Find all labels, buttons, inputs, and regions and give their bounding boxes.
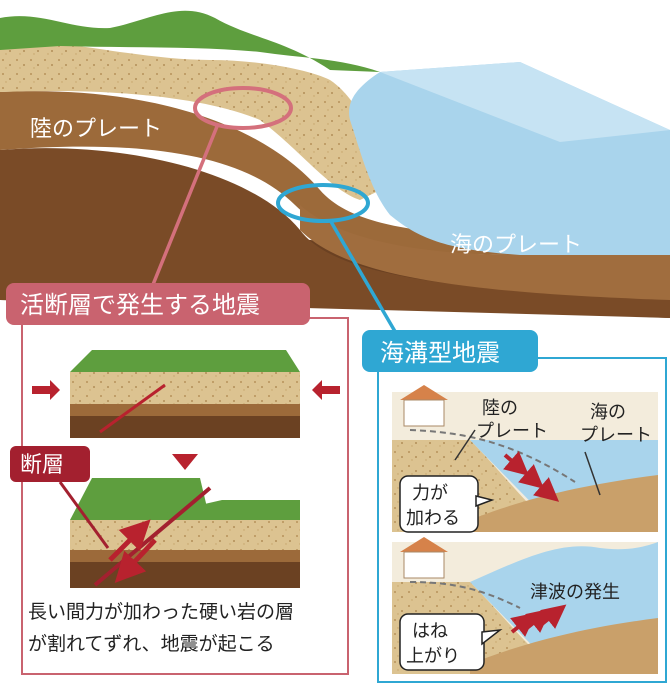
rise-callout-line2: 上がり: [406, 646, 460, 667]
trench-land-plate-line2: プレート: [476, 421, 548, 442]
trench-connector-line: [328, 219, 402, 341]
trench-panel: 海溝型地震 陸の プレート 海の プレート 力が 加わる: [362, 330, 667, 683]
trench-ocean-plate-line1: 海の: [590, 402, 626, 423]
force-arrow-3: [533, 477, 560, 502]
grass-top: [0, 10, 380, 73]
trench-ocean-plate-line2: プレート: [580, 425, 652, 446]
rise-arrow-1: [510, 612, 537, 637]
compress-arrow-left: [32, 380, 60, 400]
trench-land-plate-line1: 陸の: [482, 398, 518, 419]
ocean-plate-label: 海のプレート: [450, 233, 582, 258]
active-fault-title-box: [6, 283, 310, 325]
sand-layer: [0, 39, 430, 200]
fault-label-pointer: [58, 481, 110, 549]
rise-callout-line1: はね: [412, 621, 448, 642]
fault-block-before: [32, 350, 340, 438]
compress-arrow-right: [312, 380, 340, 400]
rise-arrow-3: [540, 604, 567, 629]
fault-block-after: [70, 478, 300, 588]
trench-title: 海溝型地震: [380, 339, 500, 367]
fault-label-box: [10, 446, 90, 482]
land-plate-band: [0, 91, 520, 255]
ocean-plate-band: [300, 205, 670, 300]
main-block: 陸のプレート 海のプレート: [0, 10, 670, 341]
force-arrow-2: [518, 464, 545, 489]
land-plate-label: 陸のプレート: [30, 117, 162, 142]
fault-caption-line2: が割れてずれ、地震が起こる: [28, 633, 275, 655]
ocean-plate-highlight-oval: [276, 183, 370, 223]
land-plate-highlight-oval: [193, 86, 293, 130]
tsunami-label: 津波の発生: [530, 582, 620, 603]
force-callout-line1: 力が: [412, 483, 448, 504]
transition-arrow-down: [172, 454, 198, 470]
fault-label: 断層: [20, 453, 64, 478]
active-fault-panel: 活断層で発生する地震 断層 長い間力が加わった硬い岩の層 が割れて: [6, 283, 349, 675]
fault-connector-line: [148, 123, 220, 293]
force-arrow-1: [503, 451, 530, 476]
rise-arrow-2: [525, 608, 552, 633]
active-fault-title: 活断層で発生する地震: [20, 291, 260, 319]
slip-arrow-2: [114, 538, 157, 583]
trench-title-box: [362, 330, 538, 372]
force-callout-line2: 加わる: [406, 508, 460, 529]
sea-surface: [380, 62, 670, 142]
land-plate-lower: [0, 148, 670, 318]
fault-caption-line1: 長い間力が加わった硬い岩の層: [28, 601, 294, 623]
